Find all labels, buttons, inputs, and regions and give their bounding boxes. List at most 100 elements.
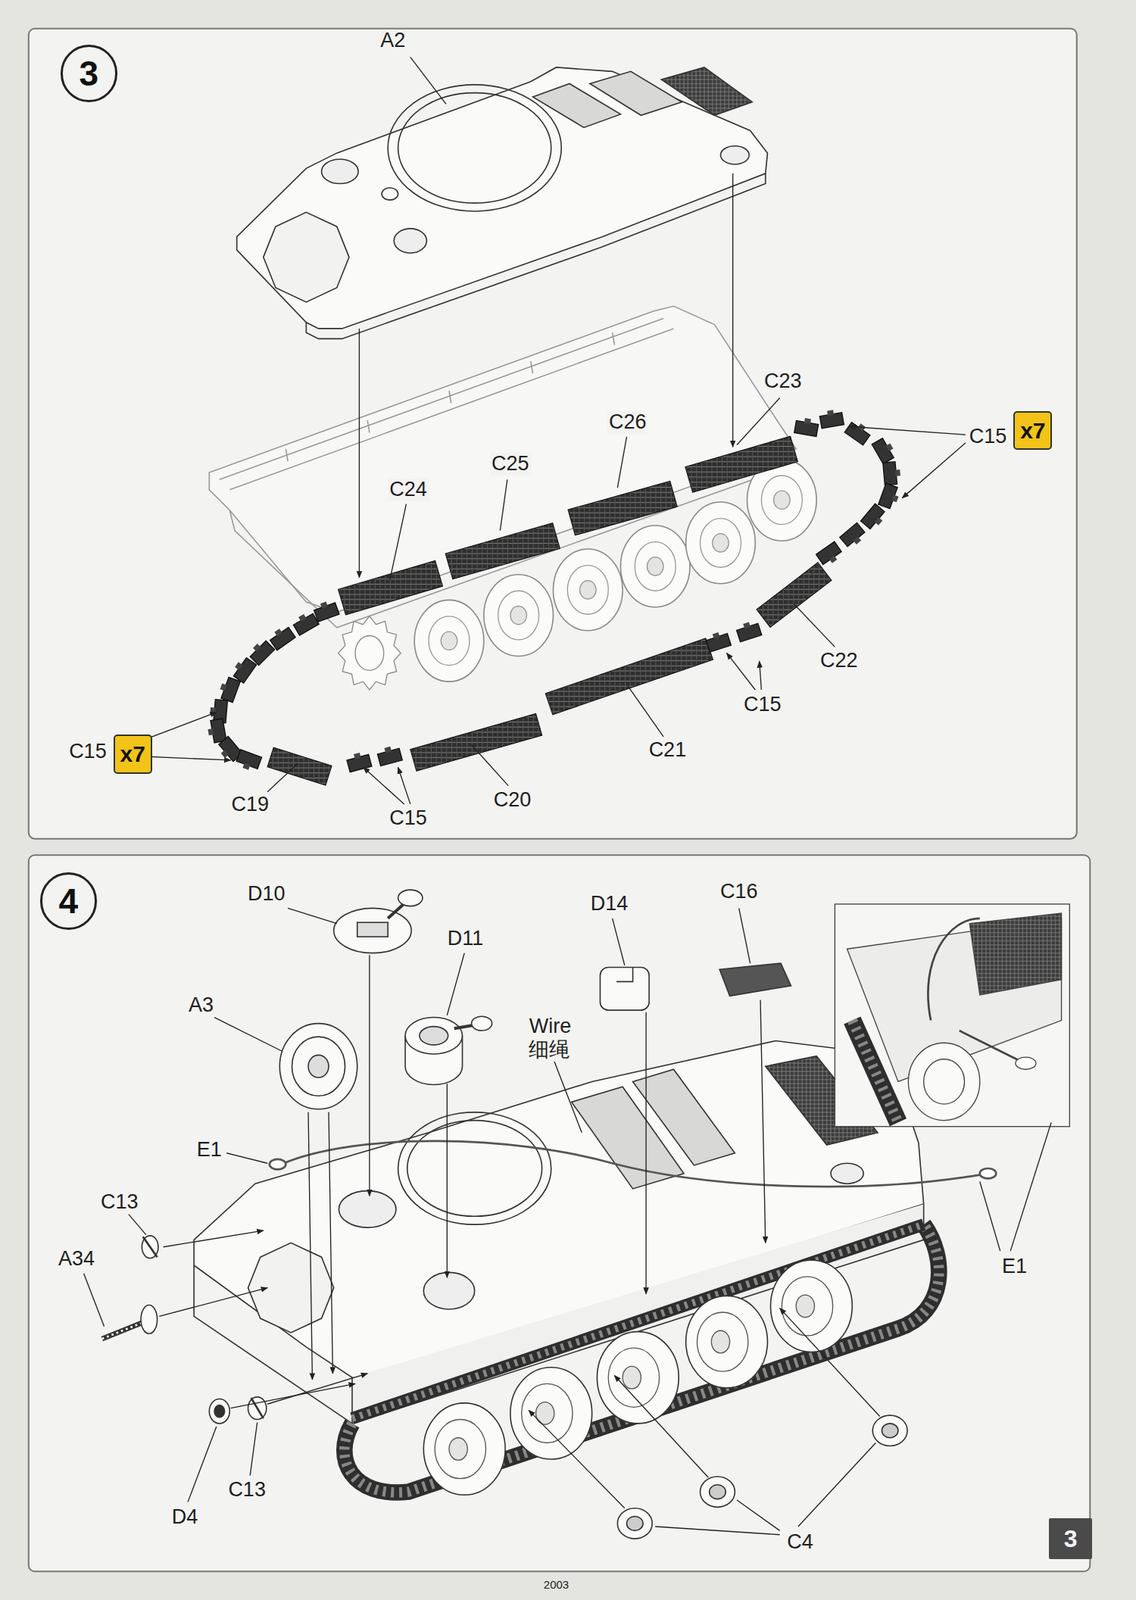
wheel-hub bbox=[781, 1276, 833, 1336]
part-label: C22 bbox=[818, 649, 860, 673]
wheel-cap bbox=[795, 1295, 815, 1318]
track-link bbox=[871, 436, 897, 464]
track-section bbox=[756, 562, 832, 628]
track-link bbox=[735, 619, 762, 643]
leader-lines bbox=[84, 908, 1052, 1535]
link-body bbox=[270, 627, 297, 650]
step-number: 4 bbox=[40, 872, 97, 930]
track-link bbox=[312, 599, 340, 622]
track-link bbox=[883, 461, 902, 485]
road-wheel bbox=[510, 1367, 593, 1460]
link-guide bbox=[742, 621, 751, 629]
part-label: D10 bbox=[246, 883, 288, 906]
wheel-cap bbox=[440, 631, 458, 650]
footer-code: 2003 bbox=[542, 1579, 571, 1592]
link-guide bbox=[274, 628, 282, 637]
part-label: C15 bbox=[67, 740, 109, 764]
track-section bbox=[338, 561, 444, 615]
link-guide bbox=[712, 632, 721, 640]
part-label: Wire bbox=[527, 1015, 574, 1039]
wheel-hub bbox=[428, 616, 470, 666]
track-section bbox=[685, 436, 799, 493]
link-guide bbox=[829, 555, 837, 564]
part-label: C23 bbox=[762, 370, 804, 394]
wheel-rim bbox=[552, 549, 623, 631]
step-panel bbox=[28, 855, 1090, 1572]
wheel-cap bbox=[449, 1438, 468, 1461]
wheel-rim bbox=[510, 1367, 593, 1460]
track-link bbox=[234, 749, 262, 773]
link-guide bbox=[298, 614, 306, 622]
upper-hull-plate bbox=[237, 67, 768, 339]
link-guide bbox=[252, 643, 261, 652]
part-label: C16 bbox=[718, 880, 760, 904]
wheel-rim bbox=[770, 1260, 852, 1352]
wheel-rim bbox=[686, 1295, 768, 1388]
part-label: D14 bbox=[589, 892, 631, 916]
part-label: C20 bbox=[492, 789, 534, 812]
part-label: D11 bbox=[446, 927, 486, 951]
road-wheel bbox=[552, 549, 623, 631]
wheel-cap bbox=[622, 1366, 641, 1389]
link-guide bbox=[242, 763, 250, 771]
part-label: 细绳 bbox=[527, 1039, 572, 1062]
track-link bbox=[206, 718, 227, 744]
track-section bbox=[568, 480, 678, 535]
link-guide bbox=[221, 749, 229, 759]
node-text: 3 bbox=[1064, 1526, 1078, 1552]
step-number: 3 bbox=[60, 44, 118, 102]
wheel-cap bbox=[579, 580, 597, 600]
part-label: C19 bbox=[229, 793, 271, 817]
wheel-rim bbox=[483, 574, 554, 657]
part-label: C21 bbox=[647, 739, 689, 762]
track-section bbox=[445, 523, 560, 580]
road-wheel bbox=[770, 1260, 852, 1352]
road-wheel bbox=[596, 1332, 679, 1424]
track-link bbox=[844, 418, 873, 446]
sprocket-hub bbox=[355, 636, 384, 671]
link-guide bbox=[886, 443, 894, 451]
track-link bbox=[818, 408, 844, 428]
tow-cable bbox=[269, 1141, 996, 1187]
track-link bbox=[346, 750, 372, 772]
part-label: A2 bbox=[378, 29, 407, 53]
wheel-rim bbox=[686, 502, 756, 584]
road-wheel bbox=[620, 525, 690, 608]
drive-sprocket bbox=[338, 616, 401, 690]
link-guide bbox=[853, 536, 862, 545]
road-wheel bbox=[686, 502, 756, 584]
link-body bbox=[249, 640, 275, 665]
part-label: E1 bbox=[195, 1139, 224, 1162]
link-guide bbox=[383, 746, 392, 754]
wheel-hub bbox=[434, 1419, 486, 1479]
link-body bbox=[233, 658, 256, 684]
link-body bbox=[871, 438, 894, 465]
page-number: 3 bbox=[1048, 1518, 1093, 1560]
track-link bbox=[839, 522, 868, 550]
part-label: C13 bbox=[226, 1479, 268, 1502]
wheel-hub bbox=[696, 1312, 748, 1372]
link-guide bbox=[895, 469, 901, 477]
track-link bbox=[291, 610, 319, 636]
wheel-rim bbox=[620, 525, 690, 608]
link-guide bbox=[220, 683, 228, 692]
road-wheel bbox=[414, 599, 484, 682]
part-label: A34 bbox=[56, 1248, 97, 1271]
track-link bbox=[705, 630, 732, 653]
wheel-rim bbox=[414, 599, 484, 682]
part-label: C15 bbox=[967, 425, 1009, 449]
track-link bbox=[217, 675, 241, 703]
wheel-cap bbox=[536, 1402, 555, 1426]
link-body bbox=[883, 461, 898, 486]
link-body bbox=[844, 422, 871, 446]
wheel-rim bbox=[596, 1332, 679, 1424]
link-guide bbox=[320, 602, 328, 609]
part-label: C15 bbox=[387, 807, 429, 831]
track-link bbox=[816, 541, 845, 568]
node-text: 3 bbox=[78, 56, 99, 91]
wheel-cap bbox=[773, 490, 791, 509]
wheel-hub bbox=[498, 590, 540, 640]
track-section bbox=[267, 747, 332, 786]
wheel-hub bbox=[567, 565, 609, 615]
